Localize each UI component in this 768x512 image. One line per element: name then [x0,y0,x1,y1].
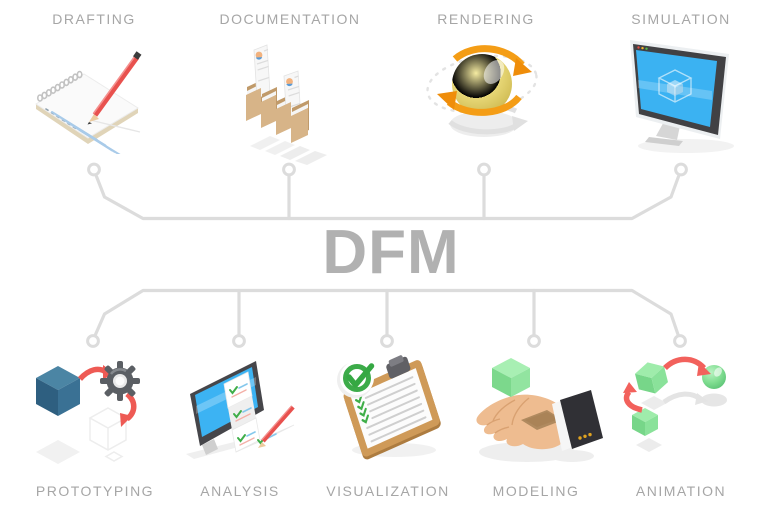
item-label: VISUALIZATION [326,483,450,499]
item-label: MODELING [492,483,580,499]
item-modeling: MODELING [436,348,636,500]
item-label: DRAFTING [52,11,136,27]
item-animation: ANIMATION [581,348,768,500]
item-label: RENDERING [437,11,535,27]
item-documentation: DOCUMENTATION [190,10,390,170]
rotating-sphere-icon [426,45,538,137]
cubes-motion-icon [622,356,727,452]
item-drafting: DRAFTING [0,10,194,154]
item-prototyping: PROTOTYPING [0,348,195,500]
item-label: ANIMATION [635,483,727,499]
item-label: ANALYSIS [200,483,280,499]
item-label: PROTOTYPING [35,483,155,499]
clipboard-checkmark-icon [337,355,441,460]
item-visualization: VISUALIZATION [288,348,488,500]
item-analysis: ANALYSIS [140,348,340,500]
item-simulation: SIMULATION [581,10,768,154]
monitor-3d-cube-icon [629,40,734,153]
cube-gear-icon [35,361,140,464]
item-rendering: RENDERING [386,10,586,148]
notepad-pencil-icon [35,51,142,154]
page-title: DFM [322,218,460,288]
hand-cube-icon [476,358,603,462]
document-folders-icon [246,44,327,165]
monitor-checklist-icon [186,361,295,459]
item-label: DOCUMENTATION [219,11,361,27]
item-label: SIMULATION [631,11,731,27]
